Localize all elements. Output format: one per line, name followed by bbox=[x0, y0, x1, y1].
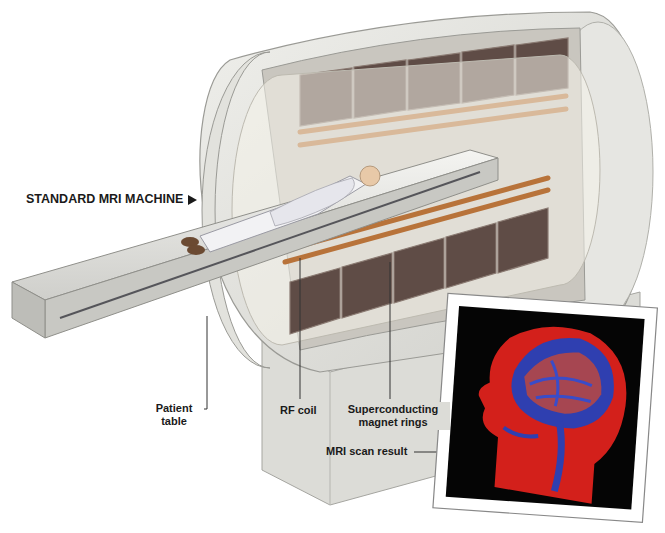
mri-scan-inset bbox=[433, 293, 657, 522]
front-rim bbox=[202, 52, 270, 368]
part-label: MRI scan result bbox=[326, 445, 407, 458]
part-label: Superconducting magnet rings bbox=[336, 402, 450, 430]
part-label: RF coil bbox=[278, 403, 319, 418]
patient-figure bbox=[181, 166, 380, 255]
pointer-triangle bbox=[188, 194, 198, 206]
patient-table bbox=[12, 150, 498, 300]
part-label: Patient table bbox=[146, 402, 202, 428]
machine-title-label: STANDARD MRI MACHINE bbox=[26, 193, 183, 206]
